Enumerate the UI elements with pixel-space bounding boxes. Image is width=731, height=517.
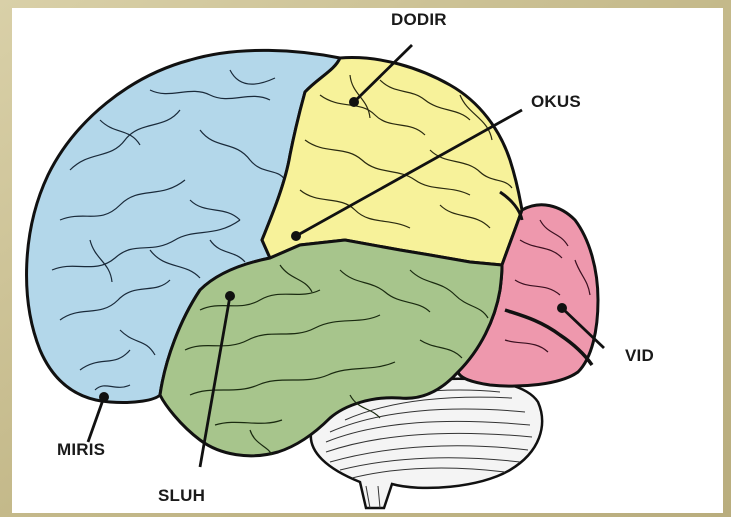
pointer-dot-sluh bbox=[225, 291, 235, 301]
pointer-dot-vid bbox=[557, 303, 567, 313]
pointer-dot-miris bbox=[99, 392, 109, 402]
pointer-line-miris bbox=[88, 397, 104, 442]
pointer-dot-dodir bbox=[349, 97, 359, 107]
label-okus: OKUS bbox=[531, 92, 581, 112]
pointer-dot-okus bbox=[291, 231, 301, 241]
label-dodir: DODIR bbox=[391, 10, 447, 30]
label-vid: VID bbox=[625, 346, 654, 366]
label-miris: MIRIS bbox=[57, 440, 105, 460]
label-sluh: SLUH bbox=[158, 486, 205, 506]
